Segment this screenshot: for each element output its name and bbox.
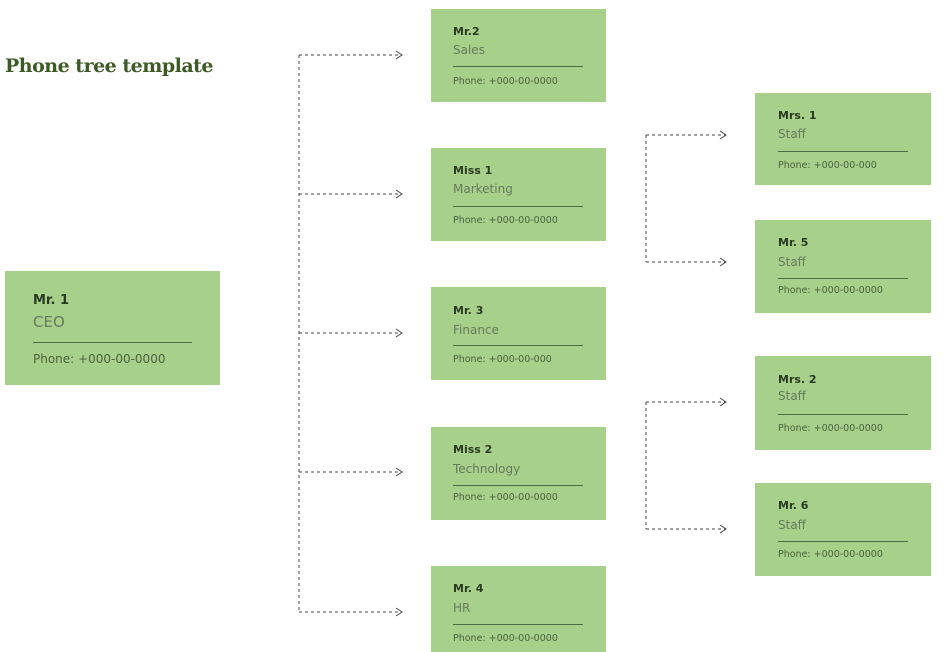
node-divider	[453, 485, 583, 486]
node-card-marketing: Miss 1 Marketing Phone: +000-00-0000	[431, 148, 606, 241]
node-name: Miss 2	[453, 443, 493, 456]
node-phone: Phone: +000-00-0000	[453, 633, 558, 644]
node-name: Mr. 5	[778, 236, 809, 249]
node-card-staff-mr6: Mr. 6 Staff Phone: +000-00-0000	[755, 483, 931, 576]
arrowhead	[395, 607, 403, 617]
node-divider	[778, 151, 908, 152]
node-divider	[778, 414, 908, 415]
node-role: Finance	[453, 323, 499, 337]
arrowhead	[395, 328, 403, 338]
node-role: Sales	[453, 43, 485, 57]
node-role: Marketing	[453, 182, 513, 196]
node-phone: Phone: +000-00-0000	[453, 492, 558, 503]
node-role: Staff	[778, 255, 806, 269]
node-phone: Phone: +000-00-000	[453, 354, 552, 365]
node-name: Mr. 1	[33, 293, 70, 308]
node-divider	[778, 278, 908, 279]
node-name: Miss 1	[453, 164, 493, 177]
node-divider	[33, 342, 192, 343]
node-role: Technology	[453, 462, 521, 476]
node-phone: Phone: +000-00-000	[778, 160, 877, 171]
node-name: Mr. 6	[778, 499, 809, 512]
page-title: Phone tree template	[5, 55, 214, 77]
arrowhead	[719, 130, 727, 140]
node-role: CEO	[33, 313, 65, 331]
node-card-ceo: Mr. 1 CEO Phone: +000-00-0000	[5, 271, 220, 385]
node-role: Staff	[778, 127, 806, 141]
node-phone: Phone: +000-00-0000	[453, 215, 558, 226]
arrowhead	[719, 524, 727, 534]
node-name: Mr. 4	[453, 582, 484, 595]
node-divider	[453, 66, 583, 67]
node-phone: Phone: +000-00-0000	[778, 423, 883, 434]
node-card-sales: Mr.2 Sales Phone: +000-00-0000	[431, 9, 606, 102]
arrowhead	[395, 189, 403, 199]
node-card-finance: Mr. 3 Finance Phone: +000-00-000	[431, 287, 606, 380]
node-divider	[453, 206, 583, 207]
node-name: Mrs. 2	[778, 373, 817, 386]
node-card-staff-mrs1: Mrs. 1 Staff Phone: +000-00-000	[755, 93, 931, 185]
node-card-staff-mrs2: Mrs. 2 Staff Phone: +000-00-0000	[755, 356, 931, 450]
arrowhead	[719, 257, 727, 267]
arrowhead	[395, 50, 403, 60]
node-role: Staff	[778, 518, 806, 532]
arrowhead	[719, 397, 727, 407]
node-card-hr: Mr. 4 HR Phone: +000-00-0000	[431, 566, 606, 652]
node-phone: Phone: +000-00-0000	[778, 285, 883, 296]
node-phone: Phone: +000-00-0000	[453, 76, 558, 87]
node-divider	[453, 345, 583, 346]
node-divider	[778, 541, 908, 542]
node-card-staff-mr5: Mr. 5 Staff Phone: +000-00-0000	[755, 220, 931, 313]
node-divider	[453, 624, 583, 625]
node-name: Mr.2	[453, 25, 480, 38]
node-role: Staff	[778, 389, 806, 403]
node-name: Mr. 3	[453, 304, 484, 317]
node-phone: Phone: +000-00-0000	[33, 352, 166, 366]
arrowhead	[395, 467, 403, 477]
node-role: HR	[453, 601, 471, 615]
node-phone: Phone: +000-00-0000	[778, 549, 883, 560]
node-card-technology: Miss 2 Technology Phone: +000-00-0000	[431, 427, 606, 520]
node-name: Mrs. 1	[778, 109, 817, 122]
